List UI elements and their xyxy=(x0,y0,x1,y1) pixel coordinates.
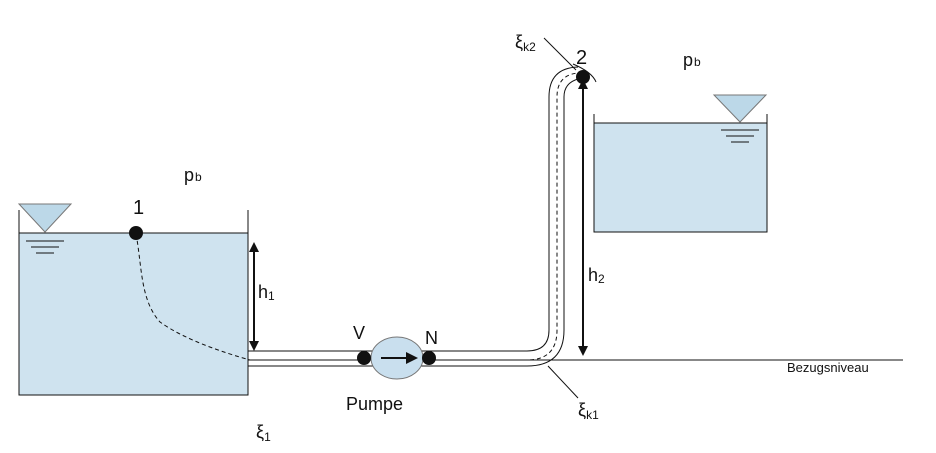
xi-k1-leader xyxy=(547,365,579,399)
reference-level-label: Bezugsniveau xyxy=(787,360,869,375)
xi-1-label: ξ1 xyxy=(256,422,271,444)
right-tank-water xyxy=(594,123,767,232)
left-tank-water xyxy=(19,233,248,395)
h2-label: h2 xyxy=(588,265,605,286)
left-tank xyxy=(17,203,249,396)
right-water-level-triangle xyxy=(712,94,768,123)
pressure-left-label: pb xyxy=(184,165,202,185)
left-water-level-triangle xyxy=(17,203,73,233)
point-v-label: V xyxy=(353,323,365,343)
pump xyxy=(370,336,424,380)
point-1-marker xyxy=(129,226,143,240)
point-1-label: 1 xyxy=(133,197,144,219)
pipe xyxy=(135,63,597,367)
point-2-marker xyxy=(576,70,590,84)
h1-label: h1 xyxy=(258,282,275,303)
right-tank xyxy=(593,94,768,233)
point-n-label: N xyxy=(425,328,438,348)
xi-k1-label: ξk1 xyxy=(578,400,599,422)
pipe-inner-wall xyxy=(248,66,579,352)
pump-label: Pumpe xyxy=(346,394,403,414)
point-n-marker xyxy=(422,351,436,365)
point-v-marker xyxy=(357,351,371,365)
tank-streamline xyxy=(135,233,251,361)
pressure-right-label: pb xyxy=(683,50,701,70)
pump-arrowhead xyxy=(406,352,418,364)
xi-k2-label: ξk2 xyxy=(515,32,536,54)
xi-k2-leader xyxy=(543,37,577,71)
point-2-label: 2 xyxy=(576,47,587,69)
pipe-streamline xyxy=(250,72,579,361)
pipe-outer-wall xyxy=(248,78,579,367)
right-tank-walls xyxy=(593,114,768,233)
left-tank-walls xyxy=(18,210,249,396)
